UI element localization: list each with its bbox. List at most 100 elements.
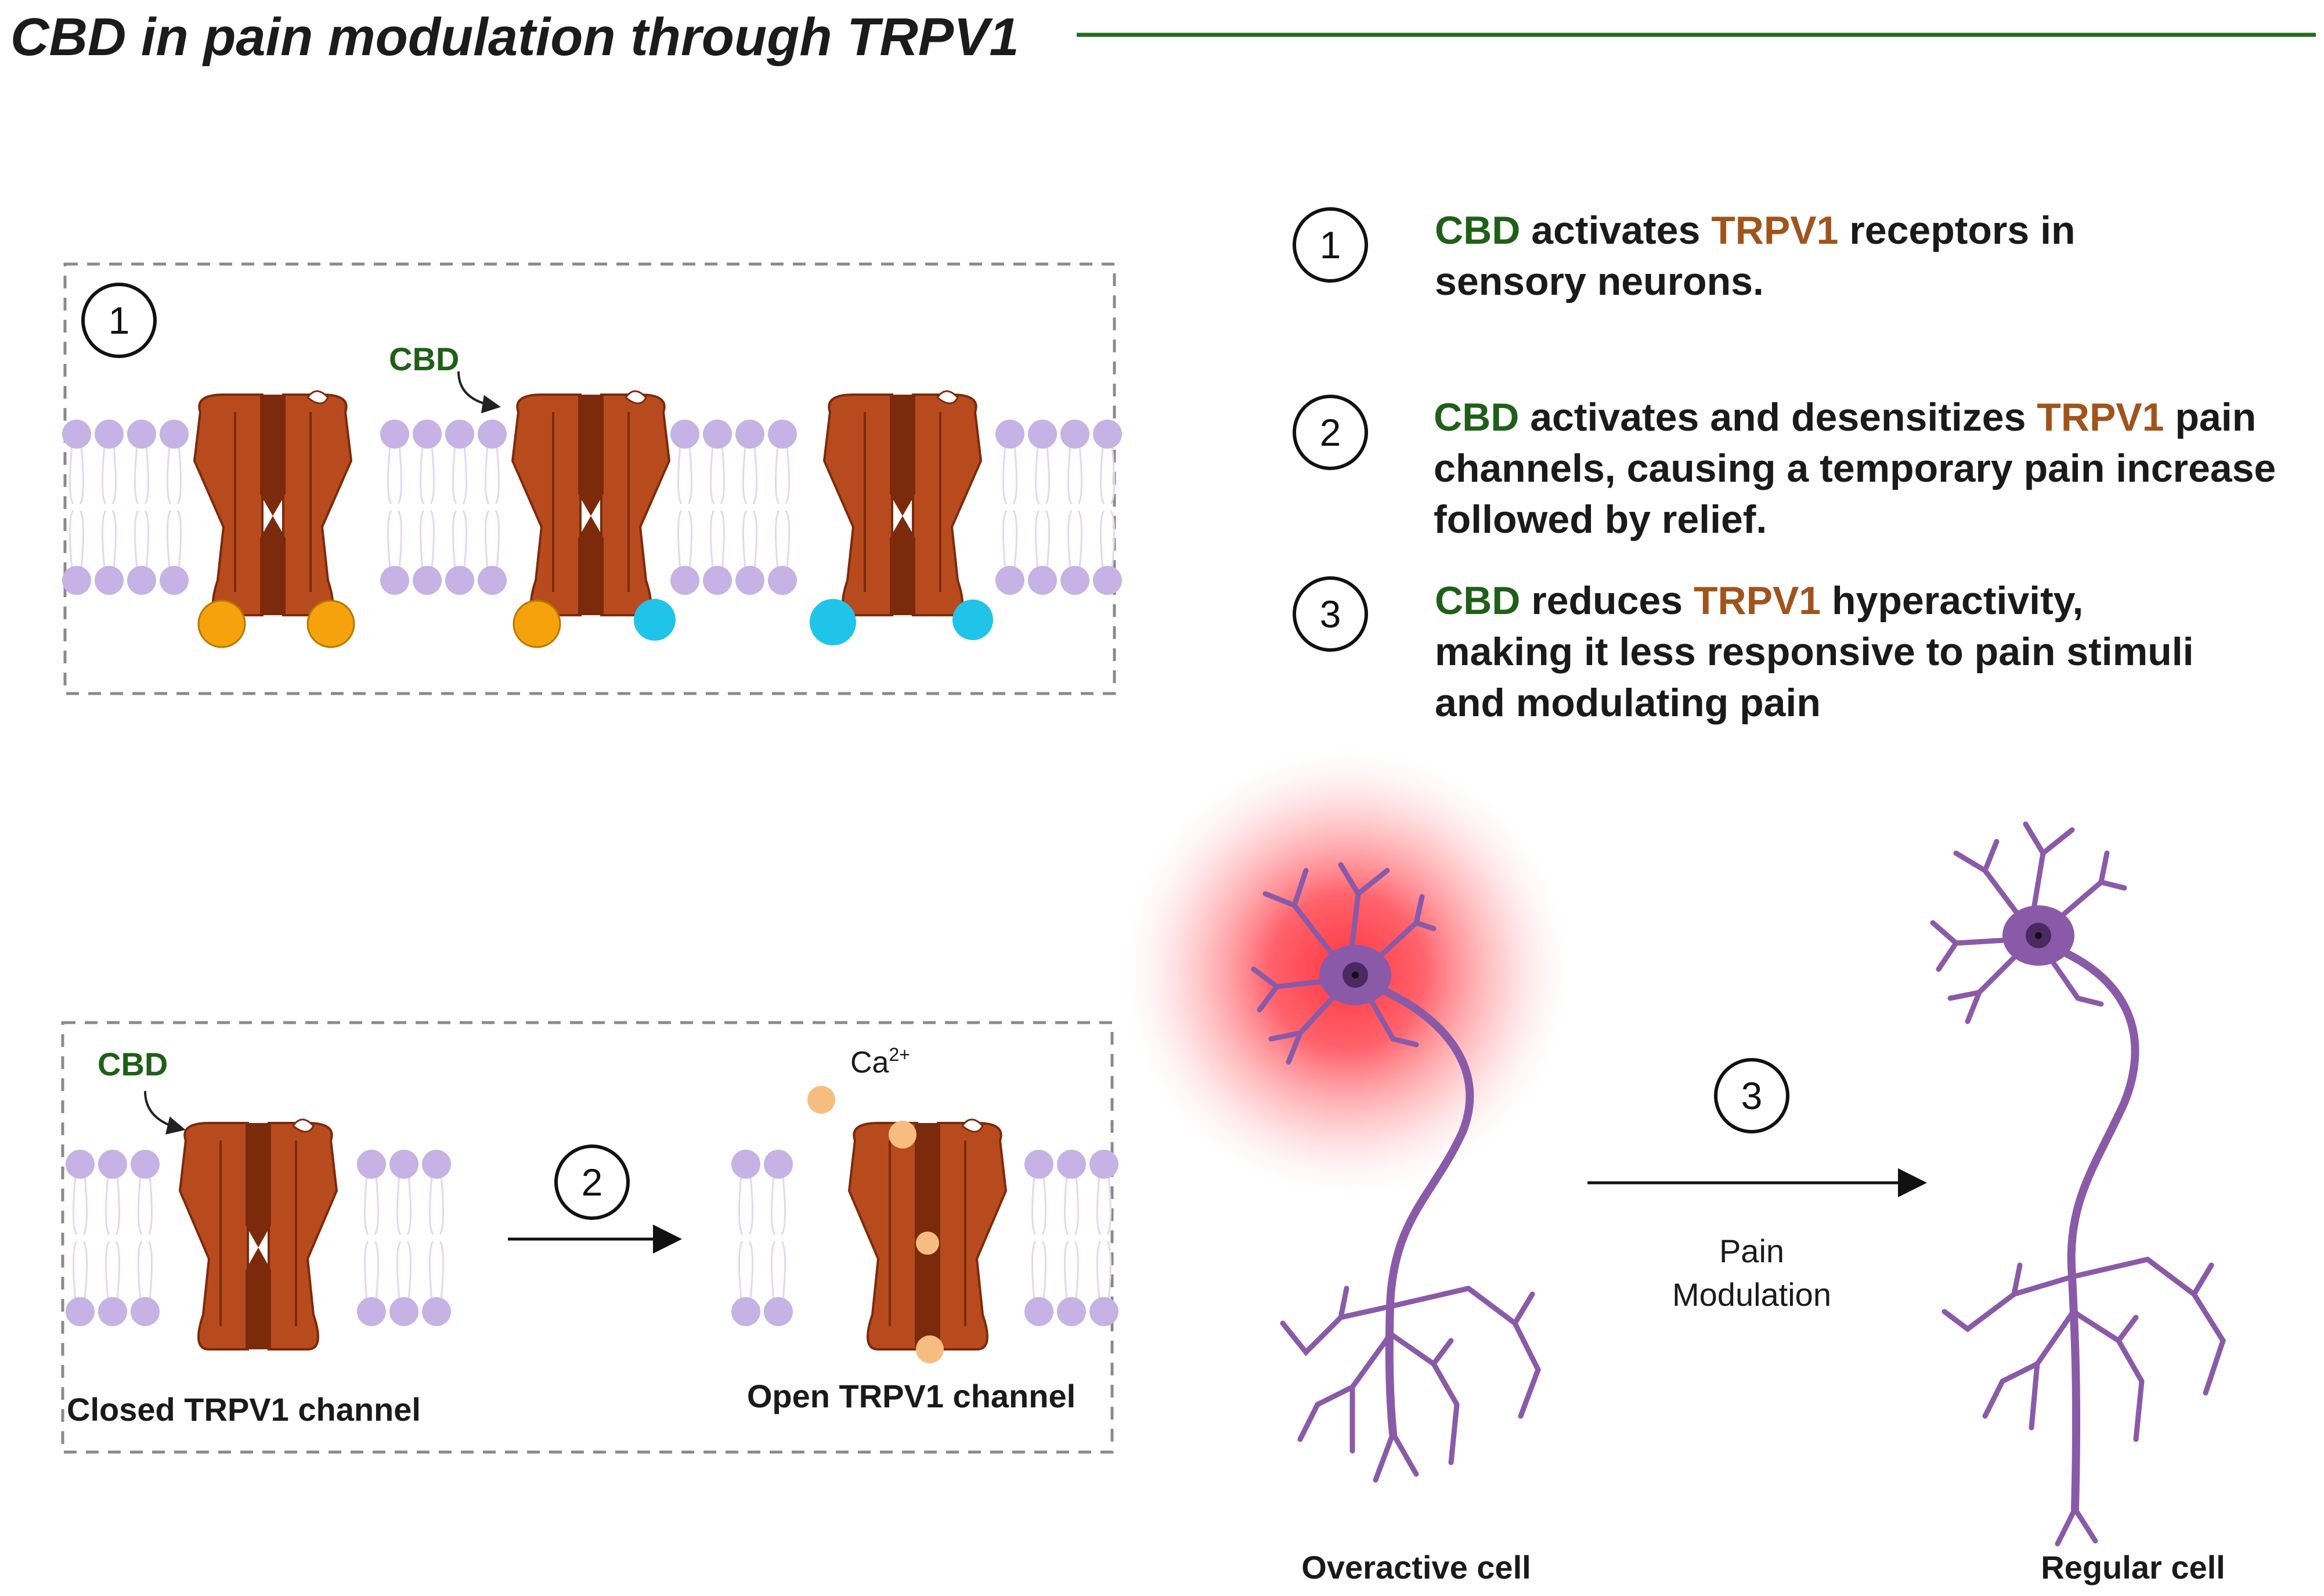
lipid-head: [98, 1297, 127, 1326]
lipid-tail: [774, 510, 780, 569]
lipid-tail: [781, 1175, 786, 1235]
lipid-head: [389, 1297, 418, 1326]
lipid-head: [160, 420, 189, 449]
lipid-head: [768, 566, 797, 595]
axon-terminal: [2072, 1506, 2098, 1544]
lipid-tail: [115, 1175, 121, 1235]
lipid-tail: [101, 445, 107, 504]
description-text: receptors in: [1838, 208, 2075, 252]
lipid-tail: [147, 1175, 153, 1235]
lipid-head: [98, 1150, 127, 1179]
lipid-tail: [104, 1175, 110, 1235]
lipid-tail: [72, 1175, 78, 1235]
lipid-head: [703, 566, 732, 595]
lipid-head: [389, 1150, 418, 1179]
lipid-tail: [720, 510, 726, 569]
neuron-step-circle: [1714, 1058, 1789, 1133]
trpv1-term: TRPV1: [2037, 395, 2164, 439]
axon-terminal: [1942, 1274, 2075, 1333]
lipid-tail: [387, 510, 392, 569]
axon-terminal: [1389, 1332, 1460, 1465]
panel-1-cbd-label: CBD: [389, 341, 459, 377]
lipid-tail: [104, 1241, 110, 1301]
description-text: hyperactivity,: [1821, 579, 2083, 623]
lipid-tail: [462, 445, 468, 504]
lipid-tail: [111, 445, 117, 504]
lipid-head: [995, 420, 1024, 449]
lipid-head: [1093, 420, 1122, 449]
dendrite: [1367, 995, 1419, 1048]
panel-1-step-circle: [81, 283, 157, 358]
dendrite: [1268, 1030, 1303, 1042]
lipid-tail: [79, 445, 85, 504]
lipid-tail: [1045, 445, 1051, 504]
lipid-tail: [495, 445, 500, 504]
calcium-ion: [807, 1086, 835, 1114]
dendrite: [1947, 990, 1982, 1001]
lipid-tail: [439, 1175, 445, 1235]
panel-2: CBD 2 Ca2+ Closed TRPV1 channel Open TRP…: [61, 1021, 1118, 1454]
lipid-tail: [137, 1241, 143, 1301]
dendrite: [1982, 839, 2000, 873]
axon-terminal: [1982, 1361, 2040, 1419]
lipid-tail: [1041, 1241, 1047, 1301]
axon-terminal: [2029, 1309, 2076, 1431]
lipid-tail: [115, 1241, 121, 1301]
cbd-term: CBD: [1435, 579, 1520, 623]
lipid-tail: [748, 1175, 754, 1235]
description-text: making it less responsive to pain stimul…: [1435, 630, 2193, 674]
lipid-tail: [387, 445, 392, 504]
axon: [1377, 985, 1474, 1438]
lipid-head: [731, 1150, 760, 1179]
lipid-tail: [1096, 1241, 1102, 1301]
lipid-tail: [68, 510, 74, 569]
lipid-tail: [742, 510, 748, 569]
calcium-ion: [916, 1335, 944, 1363]
regular-neuron: [1930, 821, 2226, 1547]
lipid-head: [1060, 420, 1089, 449]
lipid-tail: [774, 445, 780, 504]
arrow-label-modulation: Modulation: [1672, 1276, 1831, 1313]
dendrite: [1355, 868, 1390, 897]
lipid-head: [380, 420, 409, 449]
channel-pore-closed: [890, 395, 915, 615]
channel-subunit-left: [847, 1122, 918, 1351]
lipid-head: [445, 566, 474, 595]
lipid-head: [768, 420, 797, 449]
axon-terminal: [1431, 1338, 1454, 1367]
page-title: CBD in pain modulation through TRPV1: [10, 8, 1019, 67]
description-step-circle: [1293, 576, 1368, 652]
description-line: sensory neurons.: [1435, 259, 1764, 304]
neuron-panel: 3 Pain Modulation Overactive cell Regula…: [1123, 749, 2226, 1586]
lipid-tail: [144, 445, 150, 504]
orange-domain-ball: [197, 600, 246, 648]
channel-subunit-left: [511, 393, 582, 616]
calcium-ions: [807, 1086, 944, 1363]
lipid-tail: [144, 510, 150, 569]
axon-terminal: [1390, 1431, 1419, 1477]
lipid-head: [95, 420, 124, 449]
axon-terminal: [1373, 1431, 1396, 1483]
lipid-tail: [484, 445, 490, 504]
lipid-head: [731, 1297, 760, 1326]
lipid-tail: [1031, 1175, 1037, 1235]
lipid-tail: [1067, 445, 1073, 504]
arrow-label-pain: Pain: [1719, 1233, 1784, 1269]
lipid-tail: [687, 445, 693, 504]
lipid-head: [62, 566, 91, 595]
overactive-neuron: [1251, 862, 1541, 1483]
closed-channel-label: Closed TRPV1 channel: [67, 1391, 421, 1428]
channel-subunit-left: [178, 1122, 249, 1351]
lipid-head: [413, 420, 442, 449]
description-text: sensory neurons.: [1435, 259, 1764, 304]
panel-1-cbd-arrow: [457, 371, 501, 414]
dendrite: [2098, 850, 2110, 885]
lipid-tail: [687, 510, 693, 569]
description-text: activates and desensitizes: [1519, 395, 2037, 439]
lipid-head: [764, 1297, 793, 1326]
lipid-head: [95, 566, 124, 595]
channel-subunit-right: [600, 393, 671, 616]
description-text: channels, causing a temporary pain incre…: [1434, 446, 2276, 490]
description-text: reduces: [1520, 579, 1694, 623]
